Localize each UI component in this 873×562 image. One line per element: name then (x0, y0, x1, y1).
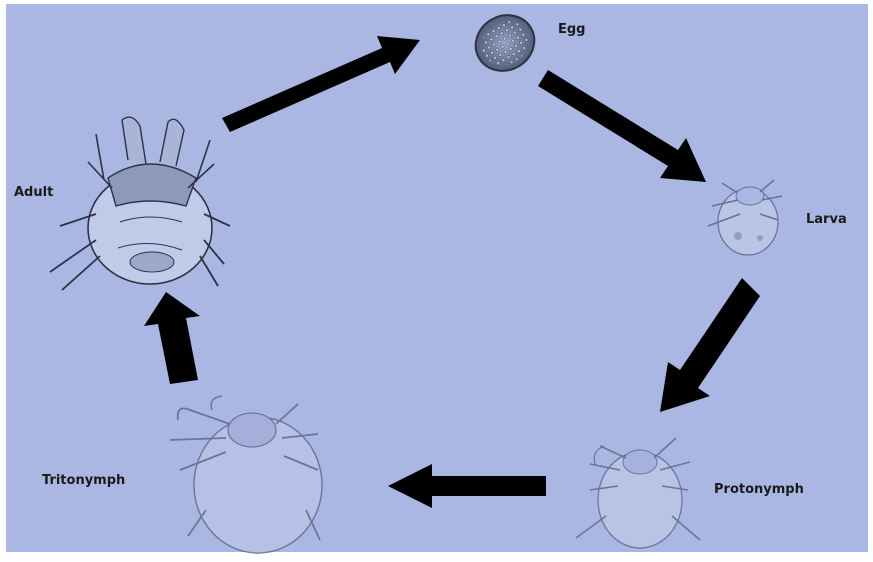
protonymph-label: Protonymph (714, 482, 804, 497)
egg-label: Egg (558, 22, 586, 37)
larva-label: Larva (806, 212, 847, 227)
tritonymph-label: Tritonymph (42, 473, 125, 488)
adult-label: Adult (14, 185, 53, 200)
